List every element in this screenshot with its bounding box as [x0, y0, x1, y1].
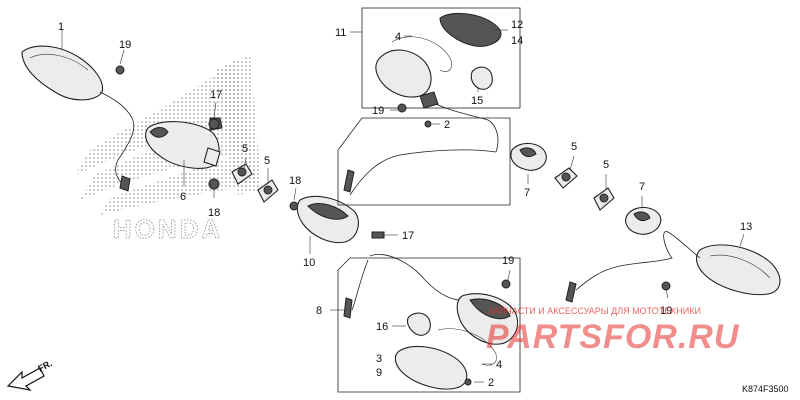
callout: 2 [488, 377, 494, 389]
callout: 17 [210, 89, 222, 101]
callout: 1 [58, 21, 64, 33]
callout: 15 [471, 95, 483, 107]
watermark-logo: PARTSFOR.RU [486, 318, 740, 356]
callout: 14 [511, 35, 523, 47]
callout: 4 [496, 359, 502, 371]
part-screw-19d [661, 281, 671, 291]
callout: 5 [603, 159, 609, 171]
callout: 7 [524, 187, 530, 199]
callout: 18 [208, 207, 220, 219]
callout: 6 [180, 191, 186, 203]
group-box-front-lower [337, 254, 521, 393]
group-box-rear-upper [337, 7, 521, 206]
callout: 19 [372, 105, 384, 117]
callout: 9 [376, 367, 382, 379]
callout: 3 [376, 353, 382, 365]
watermark-tagline: ЗАПЧАСТИ И АКСЕССУАРЫ ДЛЯ МОТОТЕХНИКИ [488, 306, 701, 316]
callout: 17 [402, 230, 414, 242]
part-socket-5a [231, 163, 253, 185]
part-screw-2a [424, 120, 432, 128]
callout: 19 [660, 305, 672, 317]
callout-labels: 1 19 17 6 18 5 5 18 10 17 11 4 12 14 15 … [58, 19, 752, 389]
part-winker-socket-7b [625, 206, 662, 235]
callout: 5 [242, 143, 248, 155]
callout: 13 [740, 221, 752, 233]
callout: 18 [289, 175, 301, 187]
part-socket-5b [257, 179, 279, 203]
callout: 10 [303, 257, 315, 269]
part-socket-5c [554, 167, 578, 189]
part-socket-5d [593, 187, 615, 211]
callout: 16 [376, 321, 388, 333]
part-mirror-right [565, 231, 781, 303]
watermark: ЗАПЧАСТИ И АКСЕССУАРЫ ДЛЯ МОТОТЕХНИКИ PA… [486, 306, 740, 356]
part-screw-19a [115, 65, 125, 75]
callout: 2 [444, 119, 450, 131]
brand-text: HONDA [113, 214, 223, 244]
front-direction-arrow: FR. [6, 358, 54, 391]
callout: 19 [119, 39, 131, 51]
part-winker-socket-7a [510, 142, 547, 171]
part-nut-17a [208, 118, 220, 130]
callout: 12 [511, 19, 523, 31]
part-screw-19b [397, 103, 407, 113]
callout: 19 [502, 255, 514, 267]
leader-lines [61, 29, 745, 383]
callout: 7 [639, 181, 645, 193]
callout: 4 [395, 31, 401, 43]
part-screw-19c [501, 279, 511, 289]
callout: 5 [571, 141, 577, 153]
callout: 8 [316, 305, 322, 317]
callout: 11 [335, 27, 346, 39]
part-mirror-left [21, 45, 135, 192]
part-winker-front-left [296, 195, 385, 244]
callout: 5 [264, 155, 270, 167]
direction-label: FR. [36, 358, 53, 374]
diagram-code: K874F3500 [742, 384, 789, 394]
